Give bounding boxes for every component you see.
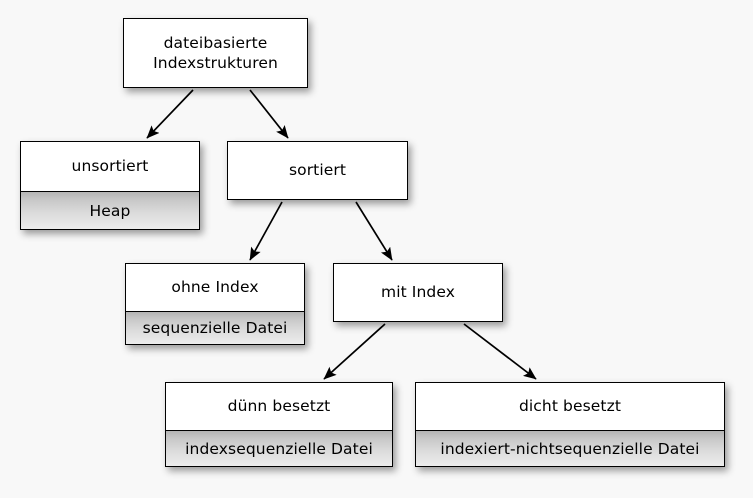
edge-root-sortiert [249,89,289,139]
node-root-title-line1: dateibasierte [163,33,268,52]
node-unsortiert-subtitle: Heap [21,192,199,229]
node-dicht-besetzt-subtitle: indexiert-nichtsequenzielle Datei [416,431,724,466]
node-root[interactable]: dateibasierte Indexstrukturen [123,18,308,88]
node-root-title: dateibasierte Indexstrukturen [124,19,307,87]
node-unsortiert[interactable]: unsortiert Heap [20,141,200,230]
edge-mit-index-dicht [463,323,537,380]
edge-sortiert-mit-index [355,201,393,261]
node-sortiert[interactable]: sortiert [227,141,408,200]
edge-root-unsortiert [146,89,194,139]
node-root-title-line2: Indexstrukturen [153,54,278,72]
node-dicht-besetzt[interactable]: dicht besetzt indexiert-nichtsequenziell… [415,382,725,467]
node-mit-index[interactable]: mit Index [333,263,503,322]
node-duenn-besetzt[interactable]: dünn besetzt indexsequenzielle Datei [165,382,393,467]
node-duenn-besetzt-title: dünn besetzt [166,383,392,431]
edge-sortiert-ohne-index [249,201,283,261]
node-duenn-besetzt-subtitle: indexsequenzielle Datei [166,431,392,466]
node-ohne-index-subtitle: sequenzielle Datei [126,312,304,344]
node-mit-index-title: mit Index [334,264,502,321]
edge-mit-index-duenn [323,323,386,380]
node-sortiert-title: sortiert [228,142,407,199]
node-dicht-besetzt-title: dicht besetzt [416,383,724,431]
node-ohne-index[interactable]: ohne Index sequenzielle Datei [125,263,305,345]
node-ohne-index-title: ohne Index [126,264,304,312]
node-unsortiert-title: unsortiert [21,142,199,192]
